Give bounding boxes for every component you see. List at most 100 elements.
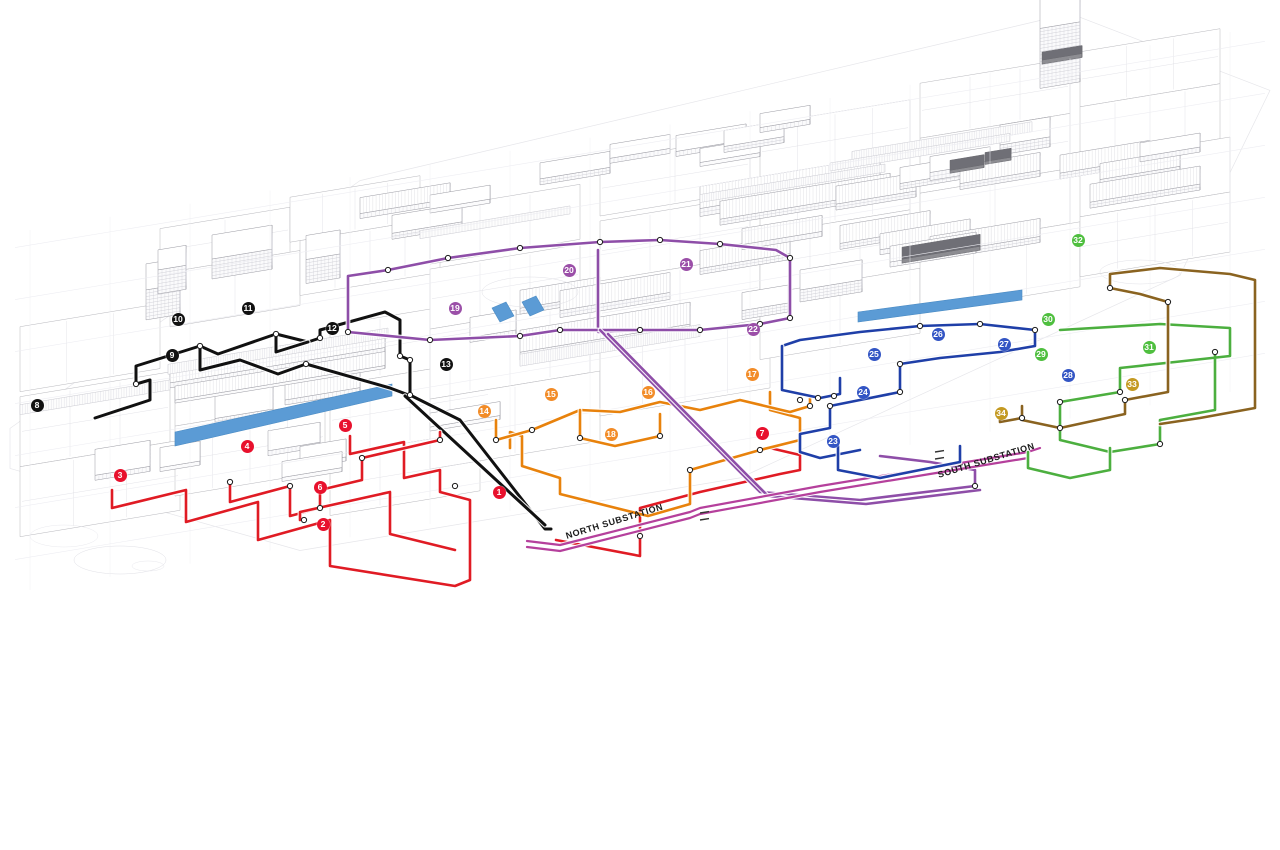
building-marker-33[interactable]: 33	[1125, 377, 1139, 391]
junction-node	[1116, 388, 1124, 396]
junction-node	[786, 254, 794, 262]
route-black-branch-a	[198, 344, 408, 396]
route-brown-main	[1020, 266, 1257, 430]
route-purple-north	[346, 238, 792, 334]
building-marker-15[interactable]: 15	[544, 387, 558, 401]
junction-node	[316, 334, 324, 342]
junction-node	[436, 436, 444, 444]
water-canal-east	[857, 289, 1023, 323]
building-marker-32[interactable]: 32	[1071, 233, 1085, 247]
building-marker-2[interactable]: 2	[316, 517, 330, 531]
building-marker-30[interactable]: 30	[1041, 312, 1055, 326]
route-green-loop	[1026, 446, 1112, 480]
building-marker-27[interactable]: 27	[997, 337, 1011, 351]
junction-node	[1018, 414, 1026, 422]
building-marker-22[interactable]: 22	[746, 322, 760, 336]
building-marker-5[interactable]: 5	[338, 418, 352, 432]
building-marker-11[interactable]: 11	[241, 301, 255, 315]
route-red-loop-a	[228, 430, 442, 518]
junction-node	[384, 266, 392, 274]
junction-node	[796, 396, 804, 404]
route-magenta-sub2	[525, 456, 1030, 553]
route-orange-loop	[494, 394, 812, 442]
junction-node	[272, 330, 280, 338]
junction-node	[528, 426, 536, 434]
junction-node	[696, 326, 704, 334]
junction-node	[132, 380, 140, 388]
building-marker-10[interactable]: 10	[171, 312, 185, 326]
building-marker-7[interactable]: 7	[755, 426, 769, 440]
junction-node	[1156, 440, 1164, 448]
building-marker-26[interactable]: 26	[931, 327, 945, 341]
junction-node	[516, 244, 524, 252]
route-black-branch-b	[274, 332, 310, 354]
route-red-south-sub	[554, 446, 802, 558]
building-marker-8[interactable]: 8	[30, 398, 44, 412]
route-red-center	[298, 490, 457, 552]
building-marker-14[interactable]: 14	[477, 404, 491, 418]
route-purple-south-edge	[346, 328, 642, 342]
building-marker-19[interactable]: 19	[448, 301, 462, 315]
junction-node	[406, 391, 414, 399]
junction-node	[516, 332, 524, 340]
junction-node	[976, 320, 984, 328]
base-map-linework	[9, 0, 1271, 591]
junction-node	[1106, 284, 1114, 292]
junction-node	[896, 360, 904, 368]
building-marker-28[interactable]: 28	[1061, 368, 1075, 382]
building-marker-9[interactable]: 9	[165, 348, 179, 362]
junction-node	[656, 432, 664, 440]
junction-node	[1164, 298, 1172, 306]
junction-node	[196, 342, 204, 350]
junction-node	[1211, 348, 1219, 356]
building-marker-31[interactable]: 31	[1142, 340, 1156, 354]
route-blue-sub	[836, 444, 962, 480]
building-marker-34[interactable]: 34	[994, 406, 1008, 420]
junction-node	[1031, 326, 1039, 334]
building-marker-24[interactable]: 24	[856, 385, 870, 399]
building-marker-4[interactable]: 4	[240, 439, 254, 453]
junction-node	[358, 454, 366, 462]
junction-node	[300, 516, 308, 524]
route-magenta-sub	[525, 446, 1042, 547]
building-marker-16[interactable]: 16	[641, 385, 655, 399]
building-marker-3[interactable]: 3	[113, 468, 127, 482]
water-pool-a	[491, 301, 515, 323]
building-marker-17[interactable]: 17	[745, 367, 759, 381]
route-orange-branch	[578, 408, 662, 448]
junction-node	[686, 466, 694, 474]
junction-node	[814, 394, 822, 402]
junction-node	[756, 446, 764, 454]
junction-node	[344, 328, 352, 336]
junction-node	[596, 238, 604, 246]
junction-node	[426, 336, 434, 344]
building-marker-21[interactable]: 21	[679, 257, 693, 271]
building-marker-29[interactable]: 29	[1034, 347, 1048, 361]
junction-node	[444, 254, 452, 262]
circuit-nodes-layer	[132, 236, 1219, 540]
building-marker-1[interactable]: 1	[492, 485, 506, 499]
junction-node	[316, 504, 324, 512]
junction-node	[636, 532, 644, 540]
junction-node	[971, 482, 979, 490]
water-canal-west	[174, 383, 393, 447]
junction-node	[576, 434, 584, 442]
building-marker-18[interactable]: 18	[604, 427, 618, 441]
building-marker-6[interactable]: 6	[313, 480, 327, 494]
building-marker-25[interactable]: 25	[867, 347, 881, 361]
junction-node	[916, 322, 924, 330]
route-orange-main	[508, 390, 802, 518]
route-black-sub-feed	[403, 394, 547, 527]
junction-node	[451, 482, 459, 490]
junction-node	[786, 314, 794, 322]
junction-node	[656, 236, 664, 244]
junction-node	[896, 388, 904, 396]
building-marker-23[interactable]: 23	[826, 434, 840, 448]
building-marker-20[interactable]: 20	[562, 263, 576, 277]
junction-node	[286, 482, 294, 490]
building-marker-12[interactable]: 12	[325, 321, 339, 335]
junction-node	[226, 478, 234, 486]
building-marker-13[interactable]: 13	[439, 357, 453, 371]
